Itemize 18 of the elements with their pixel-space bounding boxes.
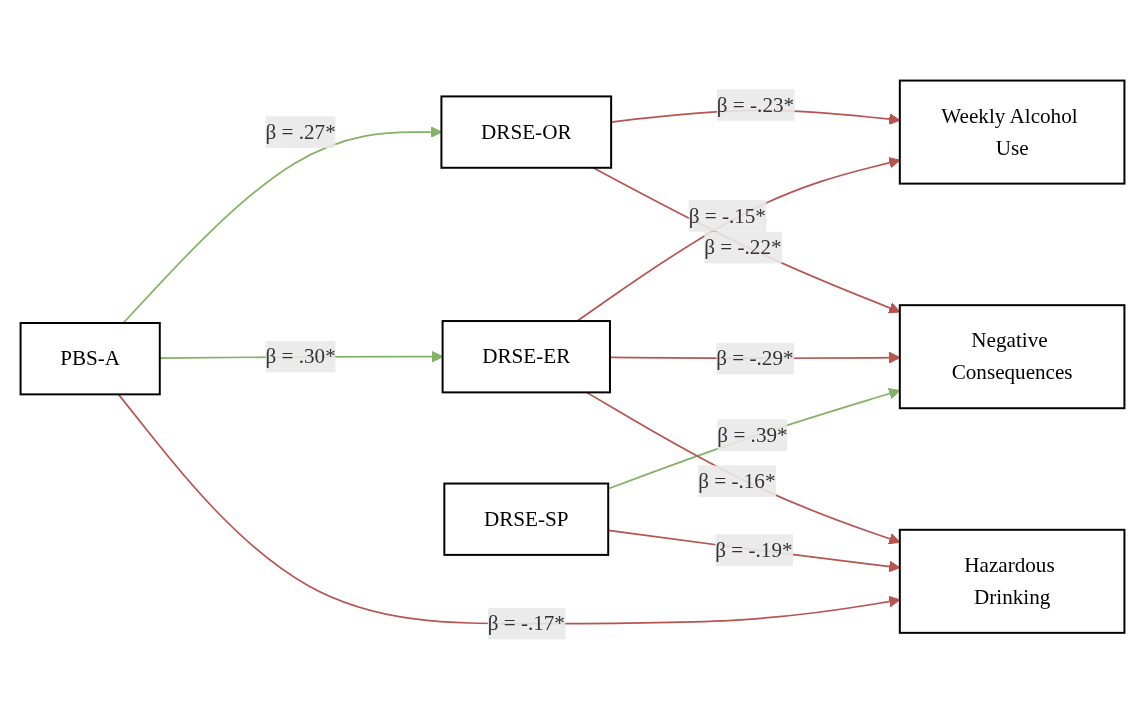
- node-box: Negative Consequences: [898, 304, 1126, 410]
- edge-label: β = -.17*: [487, 612, 565, 635]
- edge-label: β = -.16*: [698, 469, 776, 493]
- edge-label: β = -.15*: [688, 204, 766, 227]
- edge-label: β = .27*: [265, 120, 336, 144]
- node-box: Hazardous Drinking: [898, 529, 1126, 635]
- edge-label: β = -.19*: [715, 538, 793, 562]
- edge-label: β = .30*: [265, 345, 336, 368]
- node-box: Weekly Alcohol Use: [898, 80, 1126, 186]
- edge-label: β = -.23*: [716, 93, 795, 117]
- node-box: DRSE-OR: [440, 95, 613, 170]
- node-box: DRSE-SP: [443, 483, 610, 557]
- edge-label: β = -.29*: [716, 347, 794, 370]
- edge-label: β = .39*: [717, 423, 788, 447]
- node-box: PBS-A: [19, 322, 161, 396]
- arrow: [122, 126, 442, 325]
- edge-label: β = -.22*: [704, 236, 782, 259]
- node-box: DRSE-ER: [441, 320, 611, 394]
